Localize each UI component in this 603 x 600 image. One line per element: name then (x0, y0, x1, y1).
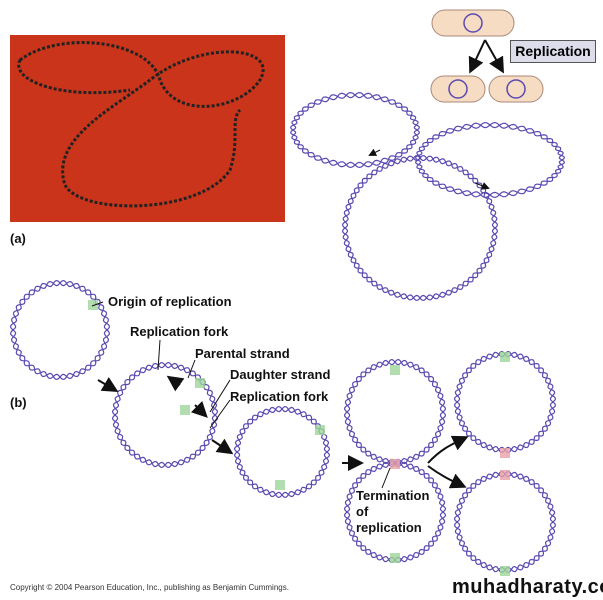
termination-label: Termination of replication (356, 488, 430, 535)
termination-marker (390, 459, 400, 469)
replication-fork-label-2: Replication fork (230, 389, 329, 404)
replication-fork-label-1: Replication fork (130, 324, 229, 339)
part-a-label: (a) (10, 231, 26, 246)
origin-marker (500, 566, 510, 576)
termination-marker (500, 470, 510, 480)
dna-stage-3 (233, 405, 331, 499)
origin-marker (195, 378, 205, 388)
origin-marker (315, 425, 325, 435)
origin-marker (275, 480, 285, 490)
parental-strand-label: Parental strand (195, 346, 290, 361)
copyright: Copyright © 2004 Pearson Education, Inc.… (10, 583, 289, 592)
dna-stage-5-top (453, 350, 557, 454)
origin-marker (500, 352, 510, 362)
dna-loop-upper-left (290, 91, 420, 169)
electron-micrograph (10, 35, 285, 222)
part-b-label: (b) (10, 395, 27, 410)
origin-marker (390, 553, 400, 563)
replication-label: Replication (510, 40, 596, 63)
cell-diagram (430, 9, 544, 103)
daughter-strand-label: Daughter strand (230, 367, 331, 382)
dna-stage-5-bottom (453, 470, 557, 574)
origin-label: Origin of replication (108, 294, 232, 309)
origin-marker (390, 365, 400, 375)
dna-stage-4-bottom (343, 460, 447, 564)
arrows (91, 148, 490, 489)
dna-stage-4-top (343, 358, 447, 466)
brand-watermark: muhadharaty.com (452, 576, 603, 598)
dna-circles (9, 91, 565, 576)
dna-loop-bottom (342, 155, 498, 301)
dna-stage-1 (9, 279, 111, 381)
origin-marker (180, 405, 190, 415)
origin-marker (88, 300, 98, 310)
termination-marker (500, 448, 510, 458)
dna-loop-right (415, 121, 565, 199)
